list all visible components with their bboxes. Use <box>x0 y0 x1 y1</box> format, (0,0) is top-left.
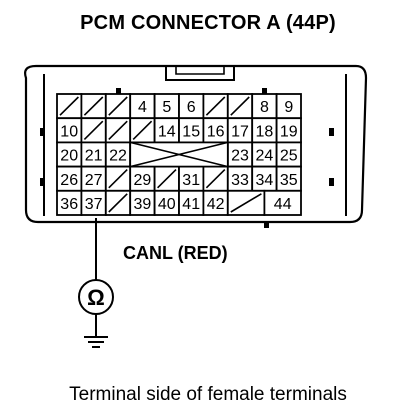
terminal-number: 29 <box>134 172 152 189</box>
terminal-number: 9 <box>284 99 293 116</box>
terminal-number: 37 <box>85 196 103 213</box>
blocked-cavity-cross <box>130 141 228 168</box>
terminal-number: 27 <box>85 172 103 189</box>
key-mark-top-right <box>262 88 267 94</box>
terminal-number: 41 <box>182 196 200 213</box>
terminal-cell <box>153 189 180 216</box>
terminal-cell <box>275 93 302 120</box>
unused-cavity-slash <box>205 169 226 189</box>
terminal-cell <box>104 141 132 168</box>
clip-right-upper <box>329 128 334 136</box>
terminal-number: 21 <box>85 148 103 165</box>
wire-label: CANL (RED) <box>123 243 228 263</box>
terminal-number: 22 <box>109 148 127 165</box>
unused-cavity-slash <box>83 120 104 140</box>
ohmmeter-icon: Ω <box>87 285 105 310</box>
unused-cavity-slash <box>59 96 79 116</box>
unused-cavity-slash <box>83 96 104 116</box>
terminal-number: 25 <box>280 148 298 165</box>
terminal-cell <box>251 117 278 144</box>
terminal-number: 31 <box>182 172 200 189</box>
terminal-number: 15 <box>182 123 200 140</box>
terminal-cell <box>202 189 229 216</box>
terminal-number: 8 <box>260 99 269 116</box>
terminal-number: 16 <box>207 123 225 140</box>
unused-cavity-slash <box>108 96 128 116</box>
terminal-number: 17 <box>231 123 249 140</box>
terminal-cell <box>202 117 229 144</box>
key-mark-top-left <box>116 88 121 94</box>
caption: Terminal side of female terminals <box>69 384 347 405</box>
terminal-number: 5 <box>162 99 171 116</box>
terminal-number: 19 <box>280 123 298 140</box>
unused-cavity-slash <box>157 169 177 189</box>
unused-cavity-slash <box>108 169 128 189</box>
terminal-number: 35 <box>280 172 298 189</box>
ground-icon <box>84 336 108 348</box>
terminal-number: 26 <box>60 172 78 189</box>
terminal-number: 42 <box>207 196 225 213</box>
terminal-number: 18 <box>256 123 274 140</box>
terminal-number: 44 <box>274 196 292 213</box>
terminal-number: 36 <box>60 196 78 213</box>
terminal-cell <box>263 189 302 216</box>
unused-cavity-slash <box>205 96 226 116</box>
terminal-number: 6 <box>187 99 196 116</box>
clip-left-upper <box>40 128 45 136</box>
unused-cavity-slash <box>108 193 128 213</box>
terminal-cell <box>275 141 302 168</box>
connector-housing <box>24 64 368 224</box>
terminal-number: 10 <box>60 123 78 140</box>
unused-cavity-slash <box>132 120 153 140</box>
terminal-cell <box>275 117 302 144</box>
terminal-cell <box>178 93 205 120</box>
clip-left-lower <box>40 178 45 186</box>
terminal-number: 20 <box>60 148 78 165</box>
clip-right-lower <box>329 178 334 186</box>
terminal-number: 33 <box>231 172 249 189</box>
unused-cavity-slash <box>230 96 250 116</box>
terminal-number: 14 <box>158 123 176 140</box>
locking-tab-inner <box>175 66 225 75</box>
page-title: PCM CONNECTOR A (44P) <box>80 12 336 34</box>
terminal-number: 23 <box>231 148 249 165</box>
terminal-number: 39 <box>134 196 152 213</box>
unused-cavity-slash <box>108 120 128 140</box>
terminal-cell <box>80 189 107 216</box>
terminal-number: 4 <box>138 99 147 116</box>
terminal-number: 40 <box>158 196 176 213</box>
terminal-number: 24 <box>256 148 274 165</box>
locking-tab <box>165 66 235 81</box>
terminal-number: 34 <box>256 172 274 189</box>
key-mark-bottom <box>264 222 269 228</box>
terminal-cell <box>56 189 83 216</box>
terminal-cell <box>178 165 205 192</box>
unused-cavity-slash <box>230 193 262 213</box>
